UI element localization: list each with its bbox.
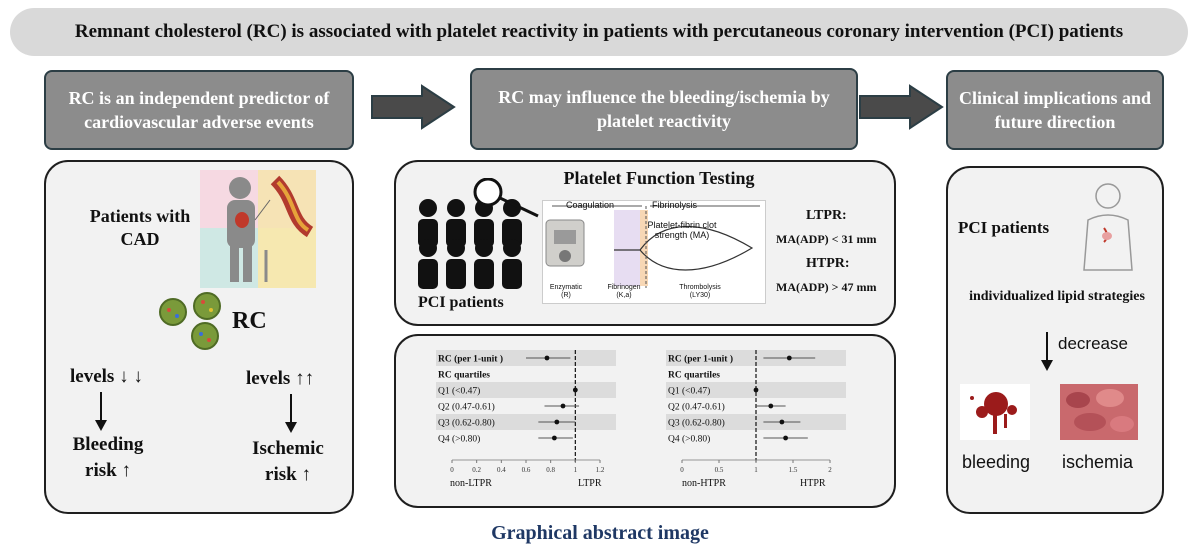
forest-tick-label: 2 — [828, 466, 832, 474]
forest-row-label: Q2 (0.47-0.61) — [438, 402, 495, 413]
teg-tracing — [545, 205, 760, 288]
forest-tick-label: 0.2 — [472, 466, 481, 474]
forest-point — [572, 387, 578, 393]
ltpr-value: MA(ADP) < 31 mm — [776, 232, 877, 246]
header-left: RC is an independent predictor of cardio… — [44, 70, 354, 150]
right-patients-label: PCI patients — [958, 218, 1050, 237]
forest-tick-label: 0.6 — [522, 466, 531, 474]
forest-tick-label: 1.5 — [789, 466, 798, 474]
forest-row-label: Q1 (<0.47) — [668, 386, 710, 397]
forest-point — [544, 355, 550, 361]
right-low-label: non-HTPR — [682, 478, 726, 489]
forest-tick-label: 0.5 — [715, 466, 724, 474]
forest-tick-label: 1 — [754, 466, 758, 474]
forest-tick-label: 0 — [680, 466, 684, 474]
header-right: Clinical implications and future directi… — [946, 70, 1164, 150]
pft-patients-label: PCI patients — [418, 294, 504, 311]
forest-point — [753, 387, 759, 393]
arrow-down-icon — [95, 392, 107, 431]
pft-title: Platelet Function Testing — [563, 168, 755, 188]
forest-point — [786, 355, 792, 361]
htpr-value: MA(ADP) > 47 mm — [776, 280, 877, 294]
blood-splatter-icon — [960, 384, 1030, 440]
forest-point — [560, 403, 566, 409]
ltpr-label: LTPR: — [806, 208, 847, 223]
forest-row-label: RC (per 1-unit ) — [438, 354, 503, 365]
forest-row-label: RC (per 1-unit ) — [668, 354, 733, 365]
arrow-down-icon — [1041, 332, 1053, 371]
forest-tick-label: 1.2 — [596, 466, 605, 474]
ischemic-risk-label: Ischemic risk ↑ — [252, 438, 324, 485]
levels-low-label: levels ↓ ↓ — [70, 366, 143, 387]
teg-clot-label: Platelet-fibrin clot strength (MA) — [647, 220, 717, 240]
rc-label: RC — [232, 308, 267, 334]
forest-row-label: Q4 (>0.80) — [668, 434, 710, 445]
forest-row-label: Q3 (0.62-0.80) — [438, 418, 495, 429]
levels-high-label: levels ↑↑ — [246, 368, 315, 389]
arrow-down-icon — [285, 394, 297, 433]
forest-plot-ltpr: RC (per 1-unit ) RC quartiles Q1 (<0.47) Q2… — [436, 350, 616, 474]
forest-point — [768, 403, 774, 409]
patients-cad-label: Patients with CAD — [89, 206, 191, 250]
forest-row-label: RC quartiles — [438, 371, 490, 381]
forest-tick-label: 0.8 — [546, 466, 555, 474]
left-low-label: non-LTPR — [450, 478, 492, 489]
people-group-icon — [418, 178, 539, 289]
arrow-right-icon — [859, 84, 944, 130]
forest-row-label: Q2 (0.47-0.61) — [668, 402, 725, 413]
ischemia-tissue-icon — [1060, 384, 1138, 440]
patient-heart-illustration — [200, 170, 316, 288]
forest-point — [779, 419, 785, 425]
header-middle: RC may influence the bleeding/ischemia b… — [470, 68, 858, 150]
forest-tick-label: 0.4 — [497, 466, 506, 474]
forest-tick-label: 0 — [450, 466, 454, 474]
forest-row-bg — [436, 414, 616, 430]
main-title: Remnant cholesterol (RC) is associated w… — [10, 8, 1188, 56]
forest-tick-label: 1 — [574, 466, 578, 474]
forest-point — [783, 435, 788, 441]
teg-coagulation-label: Coagulation — [566, 200, 615, 210]
individualized-strategy-label: individualized lipid strategies — [969, 289, 1145, 304]
rc-particles-icon — [159, 292, 221, 350]
arrow-right-icon — [371, 84, 456, 130]
forest-row-label: RC quartiles — [668, 371, 720, 381]
patient-chest-pain-illustration — [1083, 183, 1133, 271]
forest-point — [554, 419, 560, 425]
teg-fibrinolysis-label: Fibrinolysis — [652, 200, 698, 210]
teg-fibrinogen-label: Fibrinogen (K,a) — [607, 284, 641, 299]
right-high-label: HTPR — [800, 478, 826, 489]
forest-row-label: Q3 (0.62-0.80) — [668, 418, 725, 429]
forest-row-label: Q1 (<0.47) — [438, 386, 480, 397]
forest-point — [551, 435, 557, 441]
htpr-label: HTPR: — [806, 256, 850, 271]
teg-thrombolysis-label: Thrombolysis (LY30) — [679, 284, 721, 299]
forest-plot-htpr: RC (per 1-unit ) RC quartiles Q1 (<0.47) Q2… — [666, 350, 846, 474]
bleeding-label: bleeding — [962, 452, 1031, 472]
left-high-label: LTPR — [578, 478, 602, 489]
footer-caption: Graphical abstract image — [491, 522, 709, 544]
forest-row-bg — [436, 382, 616, 398]
ischemia-label: ischemia — [1062, 452, 1134, 472]
forest-row-label: Q4 (>0.80) — [438, 434, 480, 445]
decrease-label: decrease — [1058, 334, 1128, 353]
teg-enzymatic-label: Enzymatic (R) — [549, 284, 583, 299]
bleeding-risk-label: Bleeding risk ↑ — [72, 434, 144, 481]
